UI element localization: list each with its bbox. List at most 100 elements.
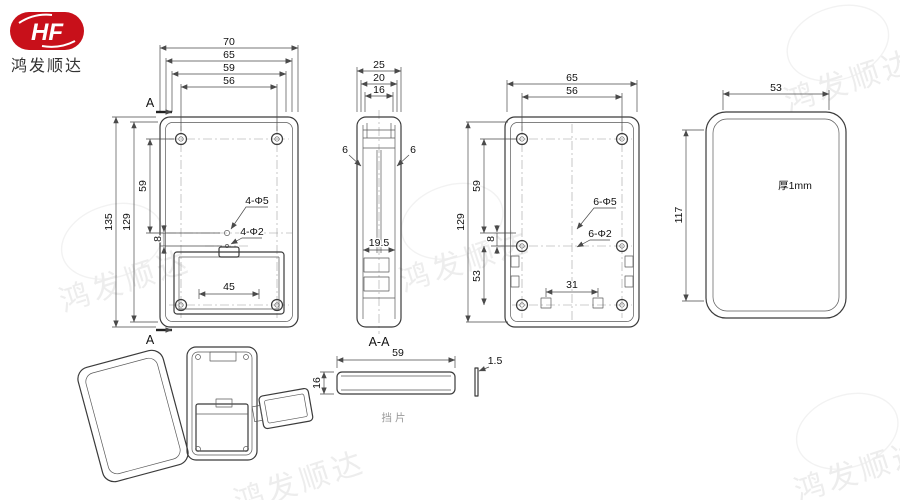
screw-hole <box>615 132 629 146</box>
hole-note-phi5: 6-Φ5 <box>593 196 617 208</box>
logo-brand-text: HF <box>31 19 64 46</box>
screw-hole <box>619 302 625 308</box>
dim-65: 65 <box>566 72 578 84</box>
dim-16: 16 <box>311 377 323 389</box>
dim-70: 70 <box>223 36 235 48</box>
dim-25: 25 <box>373 59 385 71</box>
section-letter-top: A <box>146 96 155 110</box>
hole-note-phi2: 4-Φ2 <box>240 226 264 238</box>
logo-mark <box>10 12 84 50</box>
snap-slot <box>624 275 634 288</box>
baffle-inner-lines <box>341 375 451 391</box>
extension-lines <box>320 356 456 395</box>
dim-135: 135 <box>103 213 115 231</box>
section-label: A-A <box>369 335 391 349</box>
leader-line <box>576 239 610 248</box>
dim-6-right: 6 <box>410 144 416 156</box>
boss-hole <box>243 446 249 452</box>
compartment-latch <box>218 246 240 258</box>
back-body-outline <box>504 116 640 328</box>
base-top-notch <box>209 351 237 362</box>
dim-59: 59 <box>223 62 235 74</box>
logo-company-text: 鸿发顺达 <box>11 57 83 75</box>
exploded-parts: 59 16 1.5 挡片 <box>77 346 504 483</box>
leader-line <box>396 154 410 167</box>
screw-hole <box>274 136 280 142</box>
dim-59: 59 <box>392 347 404 359</box>
logo-swoosh-top <box>18 13 53 24</box>
clip-outline <box>258 387 314 430</box>
part-baffle: 59 16 1.5 挡片 <box>310 346 504 424</box>
snap-slot <box>540 297 552 309</box>
screw-hole <box>619 243 625 249</box>
dim-129: 129 <box>121 213 133 231</box>
leader-line <box>348 154 362 167</box>
boss-hole <box>195 446 201 452</box>
leader-line <box>230 237 262 245</box>
screw-hole <box>515 298 529 312</box>
lid-inner <box>85 357 181 475</box>
section-walls <box>362 125 396 319</box>
hole-note-phi2: 6-Φ2 <box>588 228 612 240</box>
boss-hole <box>243 354 249 360</box>
logo: HF 鸿发顺达 <box>10 12 84 75</box>
dim-129: 129 <box>455 213 467 231</box>
extension-lines <box>356 67 402 112</box>
baffle-edge-view <box>474 367 479 397</box>
leader-line <box>230 206 268 230</box>
cover-outline <box>705 111 847 319</box>
base-battery-compartment <box>195 403 249 452</box>
dim-117: 117 <box>673 206 685 223</box>
hole-note-phi5: 4-Φ5 <box>245 195 269 207</box>
centerlines <box>150 126 292 318</box>
extension-lines <box>466 121 516 323</box>
dim-31: 31 <box>566 279 578 291</box>
section-body-outline <box>356 116 402 328</box>
screw-hole <box>519 302 525 308</box>
watermark-item: 鸿发顺达 <box>781 4 900 118</box>
watermark-ring <box>60 202 164 280</box>
front-screw-holes <box>174 132 284 312</box>
screw-hole <box>270 132 284 146</box>
back-view: 65 56 129 59 8 53 31 6-Φ5 6-Φ2 <box>454 71 640 328</box>
section-top-detail <box>363 123 395 149</box>
watermark-item: 鸿发顺达 <box>791 392 900 500</box>
watermark-text: 鸿发顺达 <box>781 45 900 118</box>
part-base <box>186 346 258 461</box>
snap-slot <box>592 297 604 309</box>
base-latch <box>215 398 233 408</box>
cover-view: 53 117 厚1mm <box>672 81 847 319</box>
snap-slots <box>510 255 634 309</box>
screw-hole <box>519 243 525 249</box>
front-body-inner <box>165 122 293 322</box>
section-view: 25 20 16 6 6 19.5 A-A <box>341 58 418 351</box>
extension-lines <box>112 116 222 328</box>
watermark-ring <box>795 392 899 470</box>
dim-53: 53 <box>770 82 782 94</box>
watermark-text: 鸿发顺达 <box>230 446 370 500</box>
watermark-item: 鸿发顺达 <box>230 446 370 500</box>
clip-tab <box>251 405 263 422</box>
screw-hole <box>270 298 284 312</box>
watermark-text: 鸿发顺达 <box>791 435 900 500</box>
section-rib <box>376 150 382 253</box>
dim-56: 56 <box>223 75 235 87</box>
logo-swoosh-bottom <box>41 40 76 48</box>
watermark-ring <box>400 182 504 260</box>
part-clip <box>251 387 314 430</box>
dim-8: 8 <box>152 236 164 242</box>
dim-53: 53 <box>471 270 483 282</box>
boss-hole <box>195 354 201 360</box>
dim-19-5: 19.5 <box>369 237 390 249</box>
centerlines <box>512 124 632 320</box>
thickness-note: 厚1mm <box>778 180 812 192</box>
section-letter-bottom: A <box>146 333 155 347</box>
battery-compartment <box>173 251 285 315</box>
extension-lines <box>159 45 299 131</box>
dim-65: 65 <box>223 49 235 61</box>
back-screw-holes <box>515 132 629 312</box>
watermark-item: 鸿发顺达 <box>396 182 535 298</box>
battery-terminal <box>363 276 390 292</box>
screw-hole <box>178 136 184 142</box>
screw-hole <box>619 136 625 142</box>
